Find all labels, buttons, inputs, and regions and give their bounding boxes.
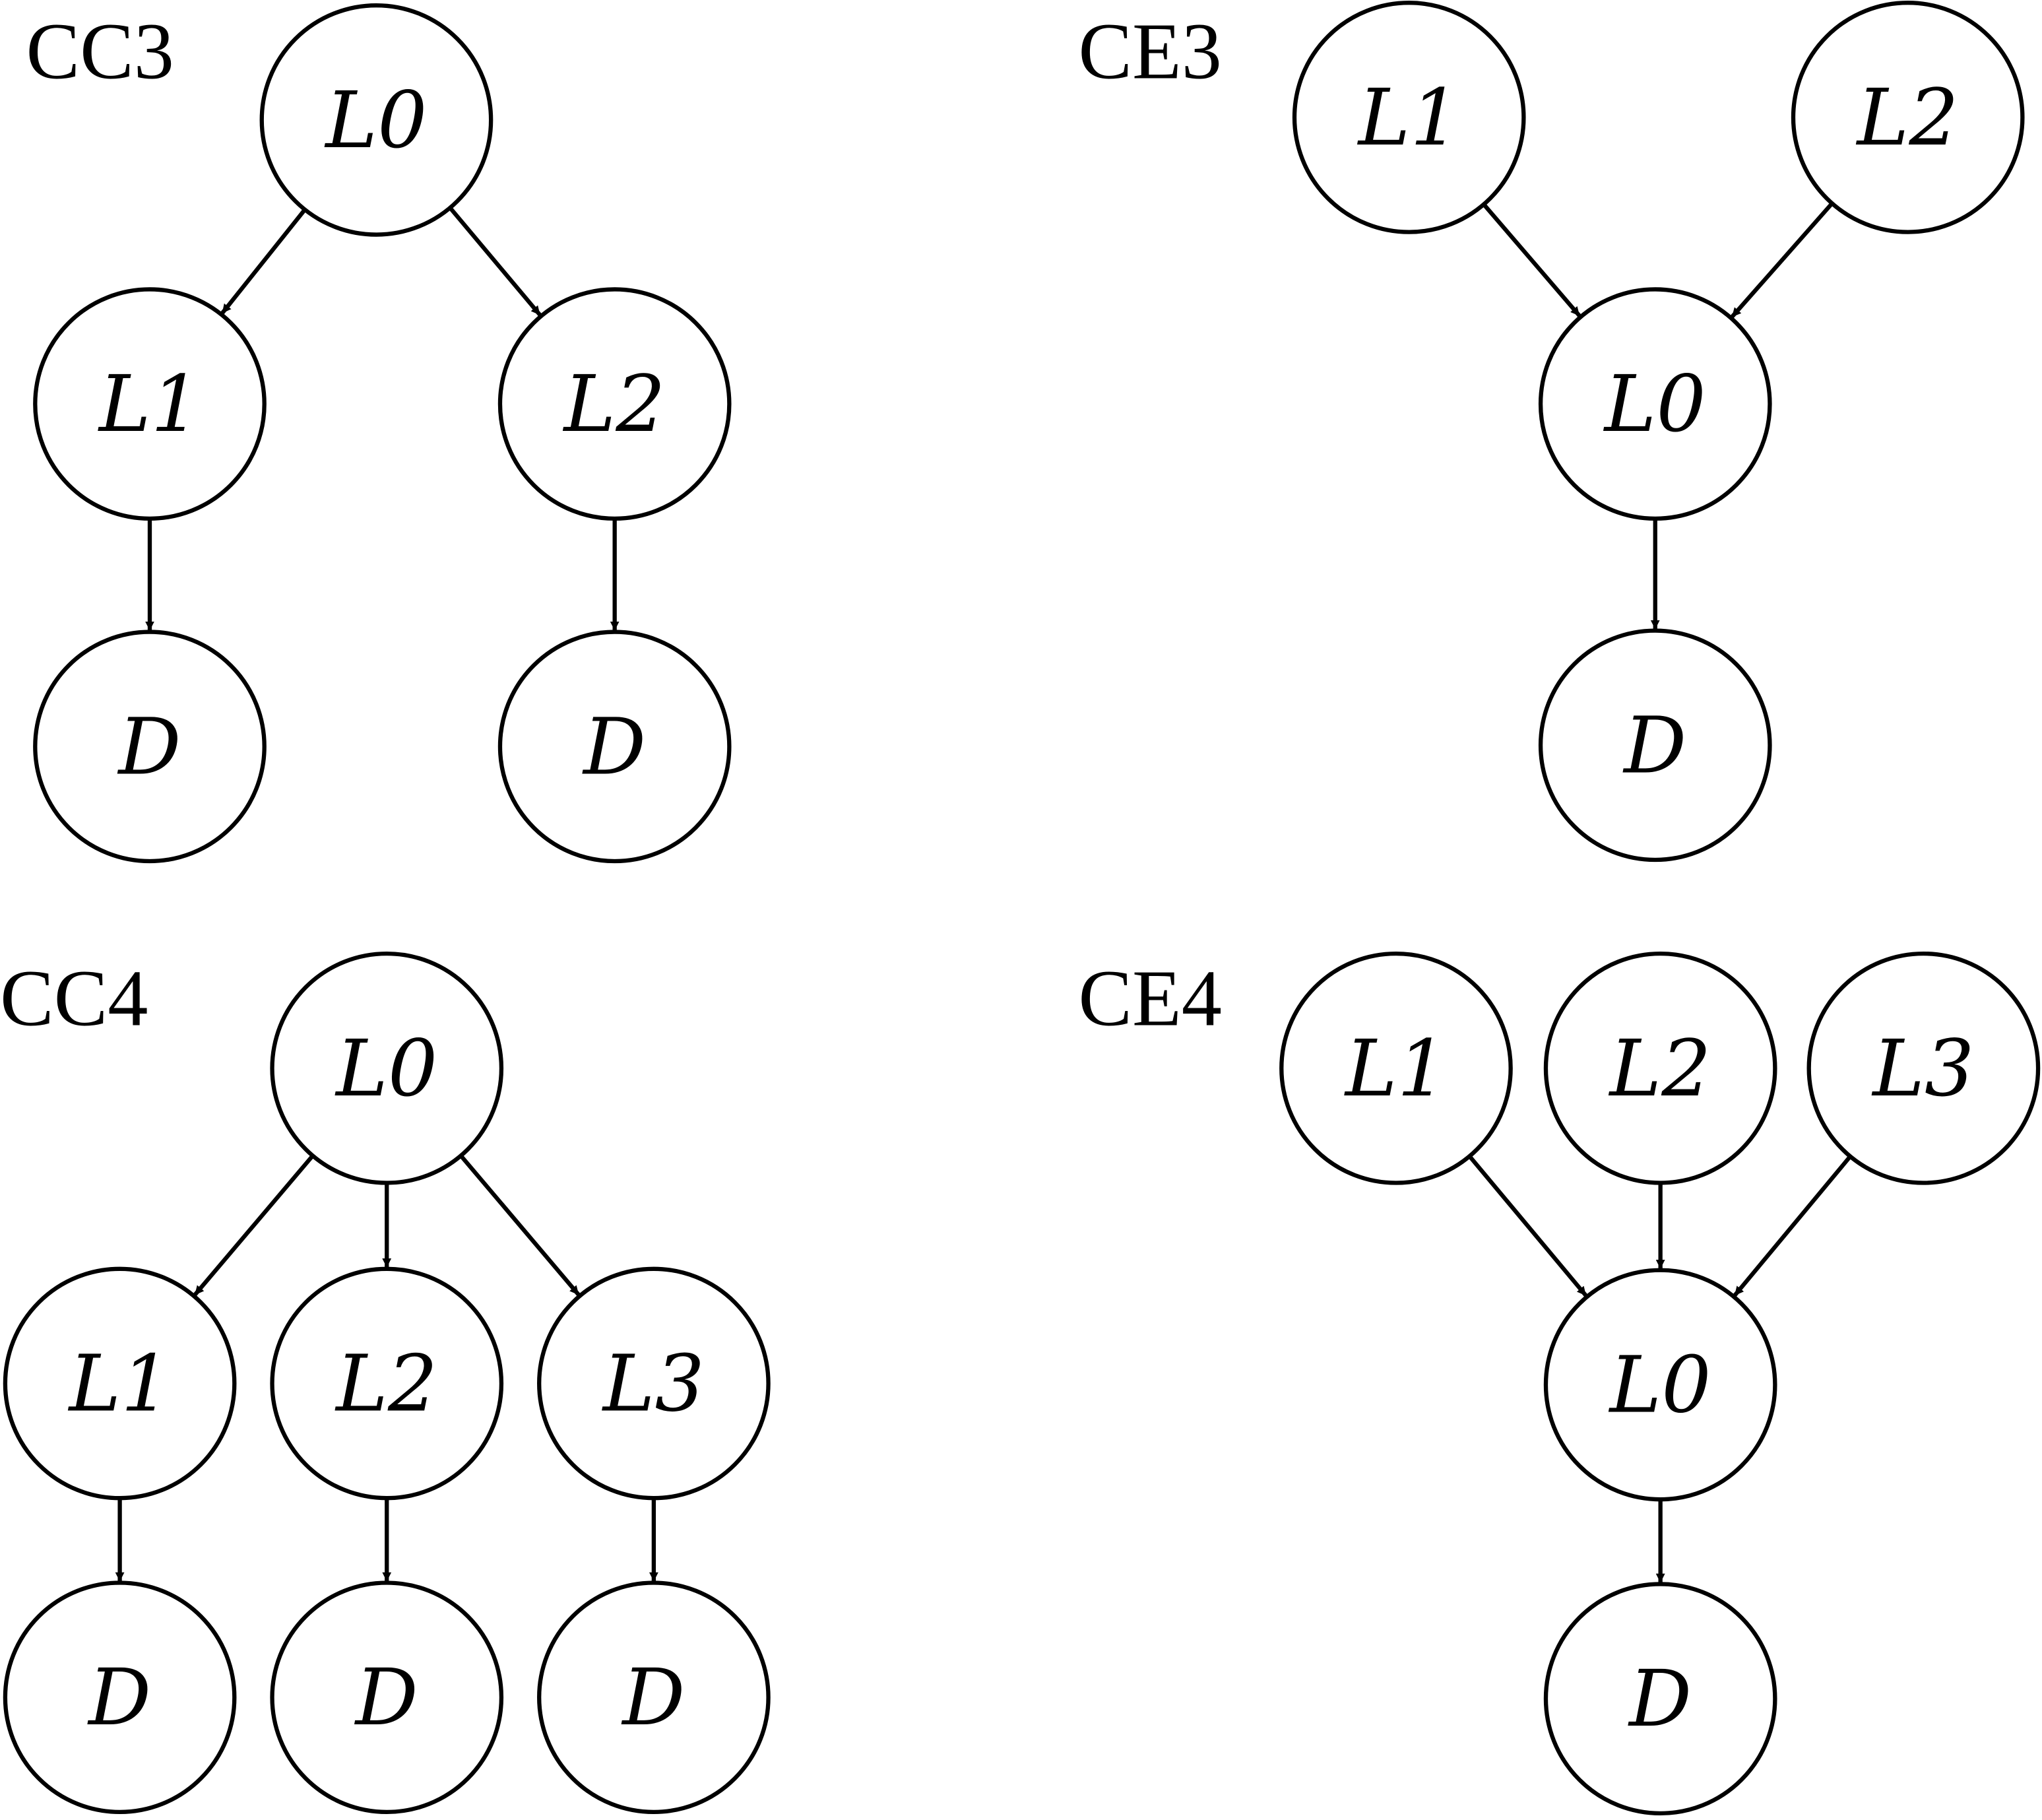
node-circle bbox=[497, 287, 732, 521]
node-l3: L3 bbox=[537, 1266, 771, 1501]
node-circle bbox=[270, 951, 504, 1185]
node-d: D bbox=[1543, 1582, 1777, 1816]
node-circle bbox=[3, 1580, 237, 1815]
node-circle bbox=[3, 1266, 237, 1501]
node-l3: L3 bbox=[1806, 951, 2041, 1185]
node-l1: L1 bbox=[1279, 951, 1513, 1185]
node-l2: L2 bbox=[497, 287, 732, 521]
node-circle bbox=[497, 630, 732, 864]
node-l0: L0 bbox=[259, 3, 494, 237]
node-circle bbox=[1279, 951, 1513, 1185]
node-circle bbox=[1543, 1268, 1777, 1502]
node-label: L0 bbox=[324, 75, 427, 166]
node-circle bbox=[1543, 1582, 1777, 1816]
panel-label: CC3 bbox=[26, 7, 174, 96]
edge-l0-to-l2 bbox=[448, 206, 542, 317]
node-circle bbox=[270, 1266, 504, 1501]
node-circle bbox=[270, 1580, 504, 1815]
edge-l0-to-l3 bbox=[459, 1154, 581, 1297]
node-label: D bbox=[87, 1652, 151, 1743]
node-l1: L1 bbox=[1292, 1, 1526, 234]
node-circle bbox=[33, 630, 267, 864]
node-d1: D bbox=[33, 630, 267, 864]
node-circle bbox=[1791, 1, 2025, 234]
node-label: L1 bbox=[98, 358, 201, 449]
node-circle bbox=[259, 3, 494, 237]
node-circle bbox=[1538, 628, 1772, 862]
node-label: D bbox=[117, 701, 181, 792]
node-d1: D bbox=[3, 1580, 237, 1815]
node-l2: L2 bbox=[1543, 951, 1777, 1185]
node-label: L1 bbox=[68, 1338, 171, 1429]
node-d2: D bbox=[270, 1580, 504, 1815]
node-label: L2 bbox=[1609, 1023, 1711, 1114]
node-l2: L2 bbox=[270, 1266, 504, 1501]
node-label: L1 bbox=[1357, 72, 1460, 163]
node-label: L2 bbox=[563, 358, 666, 449]
node-l0: L0 bbox=[270, 951, 504, 1185]
node-label: D bbox=[582, 701, 646, 792]
edge-l1-to-l0 bbox=[1482, 203, 1581, 317]
node-circle bbox=[1292, 1, 1526, 234]
node-circle bbox=[1538, 287, 1772, 521]
node-circle bbox=[537, 1580, 771, 1815]
node-d2: D bbox=[497, 630, 732, 864]
node-circle bbox=[537, 1266, 771, 1501]
node-label: D bbox=[1622, 699, 1686, 791]
node-circle bbox=[33, 287, 267, 521]
edge-l2-to-l0 bbox=[1730, 202, 1834, 319]
edge-l0-to-l1 bbox=[220, 208, 307, 315]
panel-label: CC4 bbox=[0, 954, 148, 1043]
node-label: L1 bbox=[1344, 1023, 1447, 1114]
node-label: L3 bbox=[1871, 1023, 1974, 1114]
node-label: L0 bbox=[1609, 1339, 1711, 1430]
node-d3: D bbox=[537, 1580, 771, 1815]
node-circle bbox=[1806, 951, 2041, 1185]
node-label: L2 bbox=[335, 1338, 437, 1429]
edge-l3-to-l0 bbox=[1733, 1155, 1852, 1297]
node-l0: L0 bbox=[1538, 287, 1772, 521]
node-label: L3 bbox=[602, 1338, 705, 1429]
panel-label: CE3 bbox=[1078, 7, 1222, 96]
node-label: D bbox=[354, 1652, 418, 1743]
node-label: L2 bbox=[1856, 72, 1959, 163]
node-l1: L1 bbox=[3, 1266, 237, 1501]
node-label: L0 bbox=[335, 1023, 437, 1114]
node-circle bbox=[1543, 951, 1777, 1185]
node-label: D bbox=[1628, 1653, 1692, 1744]
node-label: D bbox=[621, 1652, 685, 1743]
edge-l0-to-l1 bbox=[193, 1154, 315, 1297]
edge-l1-to-l0 bbox=[1467, 1155, 1588, 1297]
node-l0: L0 bbox=[1543, 1268, 1777, 1502]
node-label: L0 bbox=[1603, 358, 1706, 449]
node-l2: L2 bbox=[1791, 1, 2025, 234]
node-d: D bbox=[1538, 628, 1772, 862]
panel-label: CE4 bbox=[1078, 954, 1222, 1043]
node-l1: L1 bbox=[33, 287, 267, 521]
